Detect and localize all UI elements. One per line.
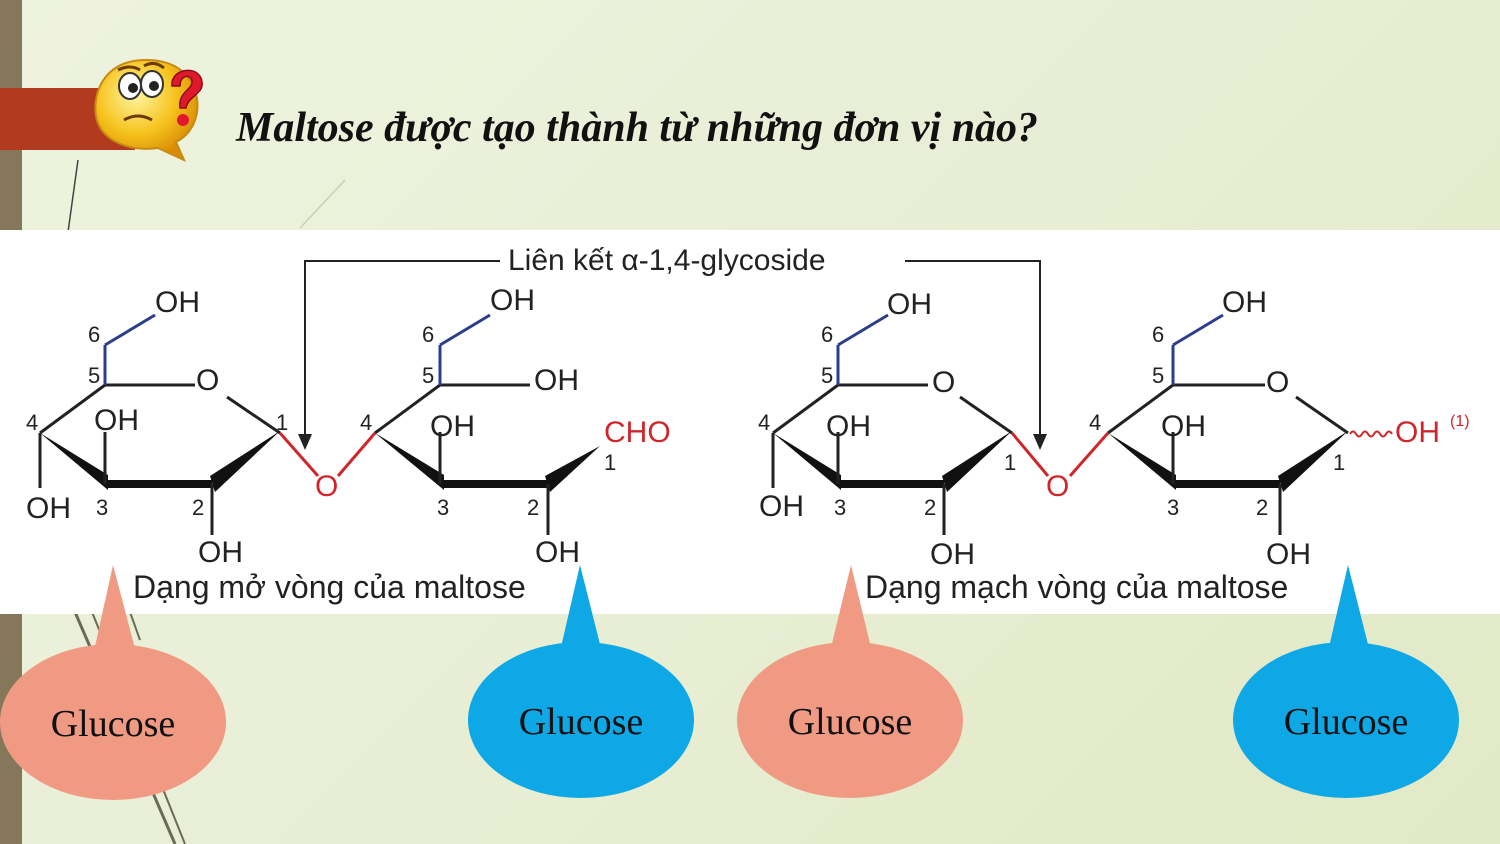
glucose-bubble-1: Glucose [0,565,226,800]
svg-text:4: 4 [1089,410,1101,435]
svg-text:Glucose: Glucose [519,701,644,743]
svg-text:1: 1 [1333,450,1345,475]
glucose-bubble-2: Glucose [468,565,694,798]
glucose-bubble-4: Glucose [1233,565,1459,798]
svg-text:4: 4 [758,410,770,435]
svg-text:OH: OH [887,288,932,321]
svg-text:4: 4 [360,410,372,435]
bond-label: Liên kết α-1,4-glycoside [508,244,826,277]
svg-text:3: 3 [1167,495,1179,520]
svg-text:1: 1 [276,410,288,435]
ring-form-caption: Dạng mạch vòng của maltose [865,569,1288,605]
svg-text:OH: OH [1222,286,1267,319]
thinking-face-question-icon [94,58,203,163]
svg-text:OH: OH [1161,410,1206,443]
svg-text:3: 3 [96,495,108,520]
svg-text:5: 5 [88,363,100,388]
glucose-ring-4 [1107,313,1393,535]
svg-text:2: 2 [1256,495,1268,520]
open-form-caption: Dạng mở vòng của maltose [133,569,526,605]
svg-text:Glucose: Glucose [51,703,176,745]
svg-text:3: 3 [437,495,449,520]
glycosidic-bond-2 [1010,432,1050,477]
svg-text:O: O [1266,366,1289,399]
bond-arrow-left [304,260,500,440]
svg-text:Glucose: Glucose [788,701,913,743]
svg-text:2: 2 [527,495,539,520]
glucose-open-chain [374,313,600,535]
svg-text:6: 6 [1152,322,1164,347]
svg-text:5: 5 [821,363,833,388]
glucose-bubble-3: Glucose [737,565,963,798]
glycosidic-bond-1 [278,432,320,477]
svg-text:OH: OH [490,284,535,317]
svg-text:OH: OH [198,536,243,569]
svg-text:O: O [196,364,219,397]
svg-text:3: 3 [834,495,846,520]
svg-text:O: O [315,470,338,503]
svg-text:4: 4 [26,410,38,435]
svg-text:2: 2 [924,495,936,520]
svg-text:OH: OH [155,286,200,319]
svg-text:1: 1 [1004,450,1016,475]
svg-text:O: O [1046,470,1069,503]
svg-text:O: O [932,366,955,399]
svg-text:OH: OH [930,538,975,571]
bond-arrow-right [905,260,1041,440]
svg-text:1: 1 [604,450,616,475]
svg-text:6: 6 [88,322,100,347]
svg-text:OH: OH [1395,416,1440,449]
svg-text:6: 6 [422,322,434,347]
svg-text:OH: OH [430,410,475,443]
svg-text:OH: OH [535,536,580,569]
page-title: Maltose được tạo thành từ những đơn vị n… [236,105,1039,151]
diagram-panel [0,230,1500,614]
svg-text:2: 2 [192,495,204,520]
svg-text:OH: OH [94,404,139,437]
svg-text:OH: OH [26,492,71,525]
svg-text:OH: OH [1266,538,1311,571]
svg-text:5: 5 [1152,363,1164,388]
svg-text:Glucose: Glucose [1284,701,1409,743]
glucose-ring-3 [771,313,1013,535]
svg-text:5: 5 [422,363,434,388]
svg-text:OH: OH [759,490,804,523]
glucose-ring-1 [38,313,281,535]
wavy-anomeric-bond [1349,430,1393,438]
svg-text:OH: OH [826,410,871,443]
anomeric-superscript: (1) [1450,413,1470,430]
aldehyde-group: CHO [604,416,671,449]
svg-text:OH: OH [534,364,579,397]
svg-text:6: 6 [821,322,833,347]
